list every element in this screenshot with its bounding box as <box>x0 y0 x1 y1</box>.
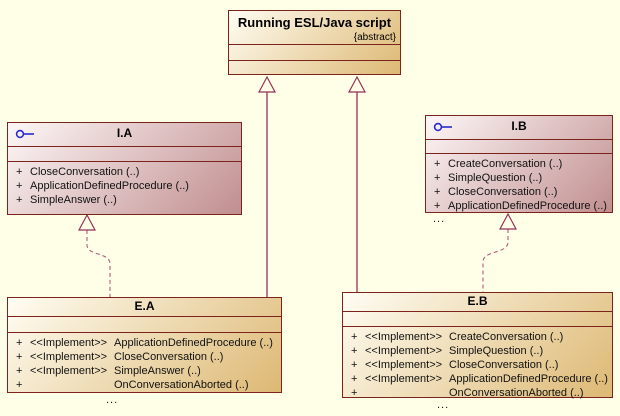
method-name: SimpleAnswer (..) <box>114 365 201 377</box>
visibility-marker: + <box>16 379 23 391</box>
interface-title-compartment: I.A <box>8 123 241 147</box>
visibility-marker: + <box>16 351 23 363</box>
method-name: ApplicationDefinedProcedure (..) <box>448 200 607 212</box>
operations-compartment: + CreateConversation (..) + SimpleQuesti… <box>426 154 612 213</box>
class-title: E.A <box>134 299 155 313</box>
method-name: CreateConversation (..) <box>448 158 563 170</box>
method-row: + <<Implement>> CreateConversation (..) <box>343 330 612 344</box>
visibility-marker: + <box>16 194 23 206</box>
operations-compartment: + <<Implement>> ApplicationDefinedProced… <box>8 333 281 392</box>
class-box-running-esl-java-script[interactable]: Running ESL/Java script {abstract} <box>228 10 401 75</box>
method-name: ApplicationDefinedProcedure (..) <box>114 337 273 349</box>
method-name: CloseConversation (..) <box>30 166 140 178</box>
method-row: + OnConversationAborted (..) <box>8 378 281 392</box>
method-row: + CreateConversation (..) <box>426 157 612 171</box>
stereotype-label: <<Implement>> <box>30 351 108 363</box>
visibility-marker: + <box>351 331 358 343</box>
overflow-ellipsis-eb: ... <box>437 399 450 411</box>
method-row: + ApplicationDefinedProcedure (..) <box>8 179 241 193</box>
method-row: + CloseConversation (..) <box>8 165 241 179</box>
visibility-marker: + <box>434 200 441 212</box>
interface-lollipop-icon <box>15 129 34 139</box>
class-box-ea[interactable]: E.A + <<Implement>> ApplicationDefinedPr… <box>7 297 282 393</box>
visibility-marker: + <box>434 172 441 184</box>
interface-title: I.A <box>116 126 133 140</box>
attributes-compartment <box>229 45 400 61</box>
class-title-compartment: E.B <box>343 293 612 312</box>
visibility-marker: + <box>351 359 358 371</box>
stereotype-label: <<Implement>> <box>365 345 443 357</box>
visibility-marker: + <box>351 373 358 385</box>
stereotype-label: <<Implement>> <box>365 359 443 371</box>
method-name: CloseConversation (..) <box>449 359 559 371</box>
method-name: ApplicationDefinedProcedure (..) <box>30 180 189 192</box>
class-title: E.B <box>467 294 488 308</box>
method-name: OnConversationAborted (..) <box>114 379 249 391</box>
visibility-marker: + <box>351 345 358 357</box>
operations-compartment: + <<Implement>> CreateConversation (..) … <box>343 327 612 400</box>
class-box-eb[interactable]: E.B + <<Implement>> CreateConversation (… <box>342 292 613 400</box>
stereotype-label <box>30 378 114 392</box>
method-row: + <<Implement>> SimpleAnswer (..) <box>8 364 281 378</box>
overflow-ellipsis-ib: ... <box>433 213 446 225</box>
method-row: + <<Implement>> CloseConversation (..) <box>8 350 281 364</box>
method-name: CloseConversation (..) <box>448 186 558 198</box>
visibility-marker: + <box>434 158 441 170</box>
method-name: CreateConversation (..) <box>449 331 564 343</box>
stereotype-label: <<Implement>> <box>365 373 443 385</box>
method-row: + SimpleAnswer (..) <box>8 193 241 207</box>
operations-compartment: + CloseConversation (..) + ApplicationDe… <box>8 162 241 214</box>
stereotype-label: <<Implement>> <box>30 365 108 377</box>
realization-line-eb-ib[interactable] <box>482 229 509 292</box>
method-name: SimpleQuestion (..) <box>449 345 544 357</box>
visibility-marker: + <box>351 387 358 399</box>
visibility-marker: + <box>434 186 441 198</box>
interface-box-ib[interactable]: I.B + CreateConversation (..) + SimpleQu… <box>425 115 613 213</box>
class-title: Running ESL/Java script <box>237 15 392 30</box>
abstract-modifier-label: {abstract} <box>353 32 396 43</box>
stereotype-label: <<Implement>> <box>365 331 443 343</box>
attributes-compartment <box>8 317 281 333</box>
attributes-compartment <box>343 312 612 327</box>
attributes-compartment <box>8 147 241 162</box>
method-name: CloseConversation (..) <box>114 351 224 363</box>
generalization-arrow-icon <box>258 75 276 93</box>
method-row: + CloseConversation (..) <box>426 185 612 199</box>
overflow-ellipsis-ea: ... <box>106 394 119 406</box>
visibility-marker: + <box>16 365 23 377</box>
class-title-compartment: E.A <box>8 298 281 317</box>
realization-arrow-icon <box>78 213 96 231</box>
generalization-arrow-icon <box>348 75 366 93</box>
stereotype-label <box>365 386 449 400</box>
visibility-marker: + <box>16 180 23 192</box>
method-name: SimpleAnswer (..) <box>30 194 117 206</box>
class-title-compartment: Running ESL/Java script {abstract} <box>229 11 400 45</box>
interface-lollipop-icon <box>433 122 452 132</box>
method-row: + <<Implement>> SimpleQuestion (..) <box>343 344 612 358</box>
interface-box-ia[interactable]: I.A + CloseConversation (..) + Applicati… <box>7 122 242 215</box>
visibility-marker: + <box>16 166 23 178</box>
realization-line-ea-ia[interactable] <box>86 230 111 297</box>
realization-arrow-icon <box>499 212 517 230</box>
interface-title-compartment: I.B <box>426 116 612 140</box>
method-row: + ApplicationDefinedProcedure (..) <box>426 199 612 213</box>
method-name: ApplicationDefinedProcedure (..) <box>449 373 608 385</box>
method-row: + <<Implement>> ApplicationDefinedProced… <box>343 372 612 386</box>
method-row: + <<Implement>> CloseConversation (..) <box>343 358 612 372</box>
attributes-compartment <box>426 140 612 154</box>
method-row: + OnConversationAborted (..) <box>343 386 612 400</box>
interface-title: I.B <box>511 119 527 133</box>
stereotype-label: <<Implement>> <box>30 337 108 349</box>
method-row: + <<Implement>> ApplicationDefinedProced… <box>8 336 281 350</box>
operations-compartment <box>229 61 400 74</box>
method-name: OnConversationAborted (..) <box>449 387 584 399</box>
visibility-marker: + <box>16 337 23 349</box>
method-row: + SimpleQuestion (..) <box>426 171 612 185</box>
method-name: SimpleQuestion (..) <box>448 172 543 184</box>
